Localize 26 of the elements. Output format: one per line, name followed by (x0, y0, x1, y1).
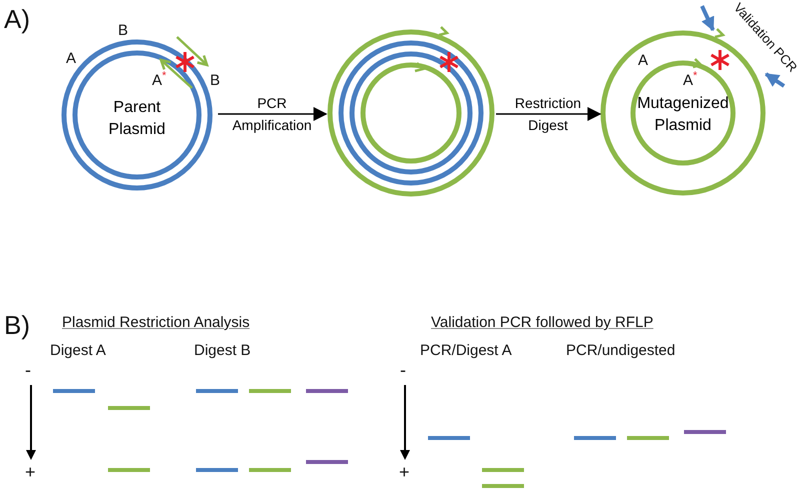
arrow (700, 5, 715, 32)
lane-group-label: PCR/Digest A (420, 342, 512, 359)
polarity-sign: + (25, 462, 36, 483)
panel-label: A) (4, 4, 30, 35)
lane-group-label: Digest B (194, 342, 251, 359)
site-label: B (210, 72, 220, 89)
plasmid-label: Parent Plasmid (108, 98, 166, 140)
site-label: A (66, 50, 76, 67)
lane-group-label: Digest A (50, 342, 106, 359)
site-label: A$^{*}$ (152, 72, 166, 89)
site-label: B (118, 22, 128, 39)
section-heading: Plasmid Restriction Analysis (62, 314, 250, 331)
lane-group-label: PCR/undigested (566, 342, 676, 359)
site-label: A (638, 52, 648, 69)
arrow (496, 107, 602, 121)
edge-label: Restriction Digest (514, 94, 582, 135)
edge-label: PCR Amplification (231, 94, 313, 135)
polarity-sign: - (25, 360, 31, 381)
arrow (764, 72, 786, 88)
arrow (218, 107, 328, 121)
section-heading: Validation PCR followed by RFLP (431, 314, 654, 331)
panel-label: B) (4, 310, 30, 341)
polarity-sign: + (399, 462, 410, 483)
site-label: A$^{*}$ (683, 72, 698, 89)
polarity-sign: - (400, 360, 406, 381)
plasmid-label: Mutagenized Plasmid (636, 94, 730, 136)
